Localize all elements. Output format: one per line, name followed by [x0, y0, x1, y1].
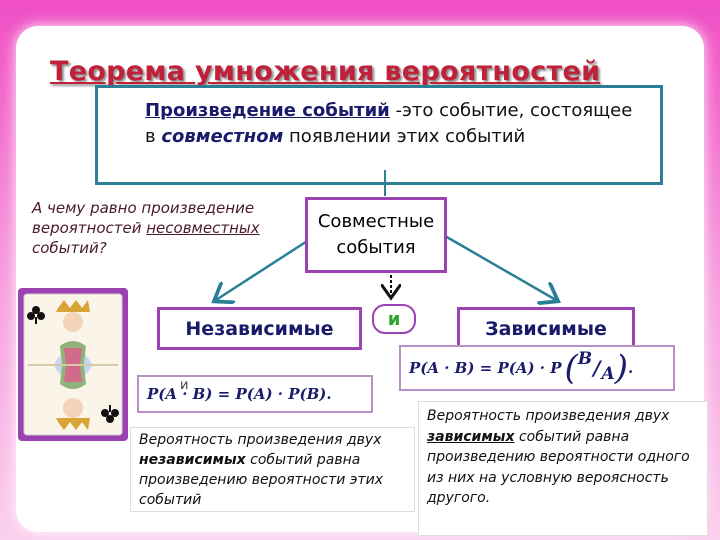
definition-part2: появлении этих событий	[283, 126, 526, 147]
fraction-numerator: B	[577, 349, 593, 369]
independent-node: Независимые	[157, 307, 362, 350]
definition-box	[95, 85, 663, 185]
dependent-description: Вероятность произведения двух зависимых …	[418, 401, 708, 536]
formula-independent: P(A · B) = P(A) · P(B).	[137, 375, 373, 413]
center-node-joint-events: Совместные события	[305, 197, 447, 273]
definition-text: Произведение событий -это событие, состо…	[145, 98, 635, 150]
formula-dependent-end: .	[627, 359, 634, 377]
queen-of-clubs-card-icon	[18, 288, 128, 441]
desc-independent-bold: независимых	[139, 452, 246, 468]
formula-independent-note: и	[180, 378, 189, 393]
desc-dependent-part2: событий равна произведению вероятности о…	[427, 428, 690, 507]
dependent-node: Зависимые	[457, 307, 635, 350]
definition-emphasis: совместном	[161, 126, 284, 147]
arrow-to-independent	[216, 234, 316, 300]
desc-independent-part1: Вероятность произведения двух	[139, 432, 382, 448]
question-part2: событий?	[32, 239, 107, 257]
formula-dependent: P(A · B) = P(A) · P (B/A) .	[399, 345, 675, 391]
formula-dependent-fraction: (B/A)	[564, 348, 628, 388]
slide-title: Теорема умножения вероятностей	[50, 56, 601, 87]
definition-part1: -это событие, состоящее в	[145, 100, 633, 147]
question-underlined: несовместных	[146, 219, 260, 237]
desc-dependent-bold: зависимых	[427, 428, 515, 445]
desc-dependent-part1: Вероятность произведения двух	[427, 408, 670, 424]
definition-term: Произведение событий	[145, 100, 390, 121]
question-part1: А чему равно произведение вероятностей	[32, 199, 255, 237]
and-badge: и	[372, 304, 416, 334]
independent-description: Вероятность произведения двух независимы…	[130, 427, 415, 512]
arrow-to-dependent	[444, 234, 556, 300]
formula-dependent-left: P(A · B) = P(A) · P	[409, 359, 562, 377]
desc-independent-part2: событий равна произведению вероятности э…	[139, 452, 384, 508]
fraction-denominator: A	[601, 364, 615, 384]
question-text: А чему равно произведение вероятностей н…	[32, 198, 272, 258]
